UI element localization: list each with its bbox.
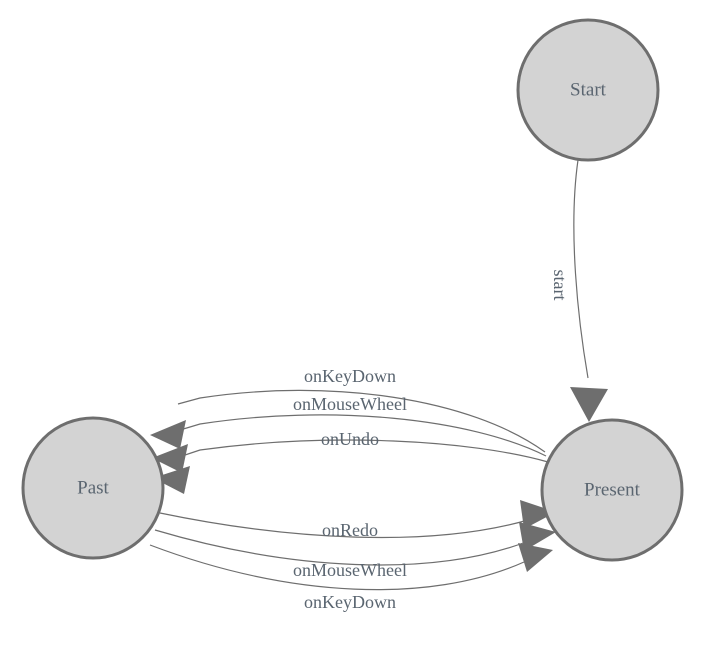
node-past-circle (21, 416, 165, 560)
edge-label-present-past-1: onKeyDown (304, 366, 396, 386)
edge-path-present-past-1 (177, 389, 546, 453)
edge-past-to-present-onredo[interactable]: onRedo (159, 500, 556, 540)
arrowhead-past-present-1 (520, 500, 556, 529)
node-start-circle (516, 18, 660, 162)
edge-label-present-past-3: onUndo (321, 429, 379, 449)
edge-past-to-present-onkeydown[interactable]: onKeyDown (149, 543, 553, 612)
edge-past-to-present-onmousewheel[interactable]: onMouseWheel (154, 522, 556, 580)
edge-path-present-past-3 (181, 439, 549, 463)
node-start[interactable]: Start (516, 18, 660, 162)
edge-label-past-present-2: onMouseWheel (293, 560, 407, 580)
node-present[interactable]: Present (540, 418, 684, 562)
arrowhead-past-present-2 (519, 522, 556, 551)
edge-label-past-present-3: onKeyDown (304, 592, 396, 612)
edge-present-to-past-onundo[interactable]: onUndo (153, 429, 549, 494)
edge-present-to-past-onmousewheel[interactable]: onMouseWheel (152, 394, 547, 473)
edge-path-past-present-2 (154, 529, 527, 566)
node-past[interactable]: Past (21, 416, 165, 560)
edge-path-start-present (573, 159, 589, 379)
edge-path-past-present-1 (159, 512, 529, 539)
edge-start-to-present[interactable]: start (550, 159, 608, 422)
node-present-circle (540, 418, 684, 562)
arrowhead-past-present-3 (518, 543, 553, 572)
edge-path-past-present-3 (149, 544, 525, 591)
edge-present-to-past-onkeydown[interactable]: onKeyDown (150, 366, 546, 453)
arrowhead-present-past-1 (150, 420, 186, 449)
arrowhead-present-past-3 (153, 466, 190, 494)
edge-path-present-past-2 (179, 414, 547, 457)
edge-label-start-present: start (550, 270, 570, 301)
arrowhead-start-present (570, 387, 608, 422)
arrowhead-present-past-2 (152, 444, 188, 473)
